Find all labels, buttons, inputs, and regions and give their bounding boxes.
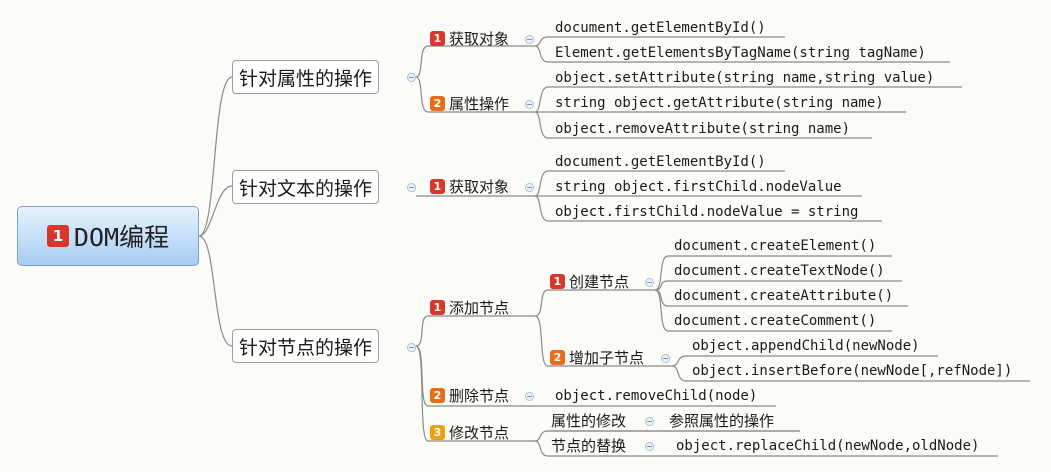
- priority-2-icon: 2: [430, 388, 445, 403]
- leaf-item[interactable]: object.setAttribute(string name,string v…: [555, 70, 935, 86]
- priority-3-icon: 3: [430, 425, 445, 440]
- priority-2-icon: 2: [550, 350, 565, 365]
- collapse-icon[interactable]: [525, 392, 534, 401]
- leaf-item[interactable]: string object.getAttribute(string name): [555, 95, 884, 111]
- group-add-node[interactable]: 1 添加节点: [430, 298, 509, 318]
- topic-attribute-ops[interactable]: 针对属性的操作: [232, 60, 380, 94]
- leaf-item[interactable]: object.appendChild(newNode): [692, 338, 920, 354]
- leaf-item[interactable]: document.createAttribute(): [674, 288, 894, 304]
- leaf-item[interactable]: object.replaceChild(newNode,oldNode): [676, 438, 980, 454]
- collapse-icon[interactable]: [525, 183, 534, 192]
- group-label: 属性操作: [449, 95, 510, 113]
- subgroup-label: 属性的修改: [551, 412, 627, 430]
- collapse-icon[interactable]: [407, 343, 416, 352]
- subgroup-create-node[interactable]: 1 创建节点: [550, 272, 629, 292]
- topic-text-ops[interactable]: 针对文本的操作: [232, 170, 380, 204]
- subgroup-label: 增加子节点: [569, 349, 645, 367]
- leaf-item[interactable]: document.createTextNode(): [674, 263, 885, 279]
- group-remove-node[interactable]: 2 删除节点: [430, 386, 509, 406]
- collapse-icon[interactable]: [645, 278, 654, 287]
- subgroup-replace-node[interactable]: 节点的替换: [551, 436, 626, 456]
- group-label: 修改节点: [449, 424, 510, 442]
- root-node[interactable]: 1 DOM编程: [17, 206, 199, 266]
- priority-2-icon: 2: [430, 96, 445, 111]
- leaf-item[interactable]: object.removeAttribute(string name): [555, 121, 851, 137]
- subgroup-label: 创建节点: [569, 273, 630, 291]
- leaf-item[interactable]: document.createElement(): [674, 238, 877, 254]
- leaf-item[interactable]: document.getElementById(): [555, 154, 766, 170]
- leaf-item[interactable]: object.insertBefore(newNode[,refNode]): [692, 363, 1013, 379]
- topic-label: 针对属性的操作: [239, 67, 373, 90]
- leaf-item[interactable]: object.removeChild(node): [555, 388, 758, 404]
- leaf-item[interactable]: document.createComment(): [674, 313, 877, 329]
- group-get-object[interactable]: 1 获取对象: [430, 29, 509, 49]
- topic-label: 针对节点的操作: [239, 336, 373, 359]
- leaf-item[interactable]: 参照属性的操作: [669, 412, 775, 430]
- subgroup-append-child[interactable]: 2 增加子节点: [550, 348, 644, 368]
- collapse-icon[interactable]: [525, 100, 534, 109]
- group-get-object[interactable]: 1 获取对象: [430, 177, 509, 197]
- priority-1-icon: 1: [430, 31, 445, 46]
- group-label: 获取对象: [449, 30, 510, 48]
- root-label: DOM编程: [73, 223, 170, 252]
- topic-label: 针对文本的操作: [239, 177, 373, 200]
- leaf-item[interactable]: Element.getElementsByTagName(string tagN…: [555, 45, 926, 61]
- leaf-item[interactable]: string object.firstChild.nodeValue: [555, 179, 842, 195]
- collapse-icon[interactable]: [407, 183, 416, 192]
- leaf-item[interactable]: object.firstChild.nodeValue = string: [555, 204, 859, 220]
- priority-1-icon: 1: [430, 179, 445, 194]
- collapse-icon[interactable]: [661, 354, 670, 363]
- priority-1-icon: 1: [46, 225, 69, 247]
- group-attribute-ops[interactable]: 2 属性操作: [430, 94, 509, 114]
- collapse-icon[interactable]: [407, 73, 416, 82]
- group-label: 删除节点: [449, 387, 510, 405]
- collapse-icon[interactable]: [645, 442, 654, 451]
- topic-node-ops[interactable]: 针对节点的操作: [232, 329, 380, 363]
- collapse-icon[interactable]: [645, 417, 654, 426]
- leaf-item[interactable]: document.getElementById(): [555, 20, 766, 36]
- group-label: 添加节点: [449, 299, 510, 317]
- collapse-icon[interactable]: [525, 35, 534, 44]
- subgroup-modify-attribute[interactable]: 属性的修改: [551, 411, 626, 431]
- subgroup-label: 节点的替换: [551, 437, 627, 455]
- group-modify-node[interactable]: 3 修改节点: [430, 423, 509, 443]
- priority-1-icon: 1: [430, 300, 445, 315]
- priority-1-icon: 1: [550, 274, 565, 289]
- group-label: 获取对象: [449, 178, 510, 196]
